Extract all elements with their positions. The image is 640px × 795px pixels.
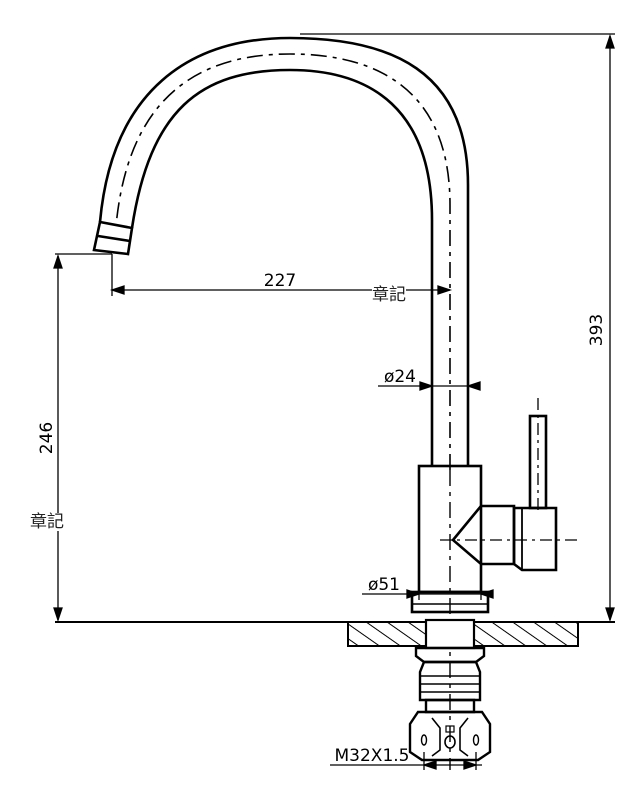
spout-centerline xyxy=(115,53,451,470)
dimension-lines xyxy=(53,33,615,770)
watermark-text: 章記 xyxy=(30,512,64,532)
spout-tip-ring xyxy=(97,234,131,243)
mounting-shank xyxy=(408,646,492,762)
lever-cone xyxy=(451,504,516,566)
dim-label-tube-diameter: ø24 xyxy=(384,367,416,387)
countertop xyxy=(55,618,615,650)
spout xyxy=(92,36,470,455)
spout-outer-contour xyxy=(98,36,470,455)
dim-label-spout-reach: 227 xyxy=(264,271,296,291)
lever-cartridge xyxy=(512,506,558,572)
dim-label-total-height: 393 xyxy=(587,314,607,346)
threaded-section xyxy=(418,660,482,702)
dim-label-thread: M32X1.5 xyxy=(335,746,410,766)
spout-inner-contour xyxy=(130,68,434,455)
mounting-nut xyxy=(408,710,492,762)
watermark-text: 章記 xyxy=(372,285,406,305)
dim-label-base-diameter: ø51 xyxy=(368,575,400,595)
spout-tip xyxy=(92,220,134,256)
dim-label-spout-height: 246 xyxy=(37,422,57,454)
